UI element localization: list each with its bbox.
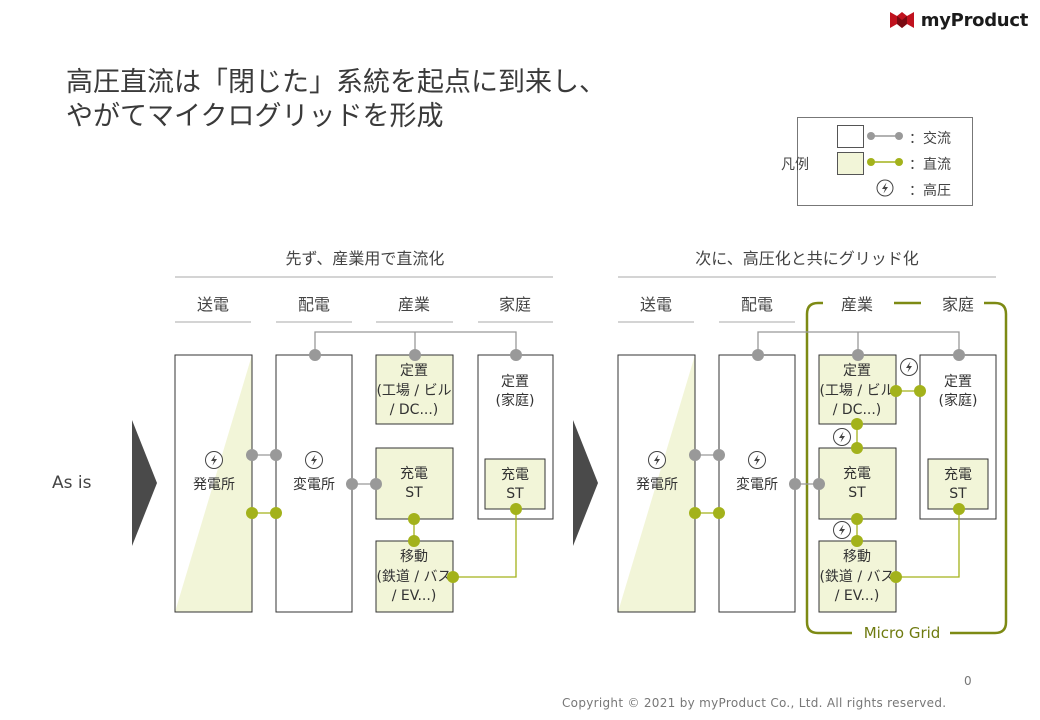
svg-text:移動: 移動 [400,549,428,565]
legend-dc-swatch [837,152,864,175]
svg-text:定置: 定置 [843,363,871,379]
svg-text:(工場 / ビル: (工場 / ビル [376,383,451,399]
svg-text:充電: 充電 [400,466,428,482]
svg-text:(鉄道 / バス: (鉄道 / バス [819,569,894,585]
flow-arrow-right [573,420,598,546]
logo-text: myProduct [920,9,1029,31]
micro-grid-label: Micro Grid [864,624,941,642]
right-col-distribution: 配電 [741,295,773,314]
svg-text:移動: 移動 [843,549,871,565]
flow-arrow-left [132,420,157,546]
legend-lines [867,132,903,166]
svg-text:(鉄道 / バス: (鉄道 / バス [376,569,451,585]
legend-hv-label: ：高圧 [909,183,951,199]
right-col-transmission: 送電 [640,295,672,314]
lightning-icon [648,451,666,469]
title-line-1: 高圧直流は「閉じた」系統を起点に到来し、 [66,67,606,98]
left-charging-station-box [375,447,454,520]
left-col-distribution: 配電 [298,295,330,314]
page-title: 高圧直流は「閉じた」系統を起点に到来し、 やがてマイクログリッドを形成 [66,66,606,134]
lightning-icon [833,428,851,446]
legend-ac-swatch [837,125,864,148]
left-heading: 先ず、産業用で直流化 [286,249,445,268]
lightning-icon [833,521,851,539]
svg-text:(家庭): (家庭) [496,392,535,409]
svg-text:ST: ST [506,486,524,502]
svg-text:ST: ST [405,485,423,501]
legend-dc-label: ：直流 [909,157,951,173]
title-line-2: やがてマイクログリッドを形成 [66,101,444,132]
svg-text:定置: 定置 [501,374,529,390]
legend-dc-node-a [867,158,875,166]
right-mobility-box [818,540,897,613]
legend-dc-node-b [895,158,903,166]
svg-text:/ EV...): / EV...) [835,588,880,604]
svg-text:/ DC...): / DC...) [390,402,439,418]
left-power-plant-box [174,354,253,613]
right-col-home: 家庭 [942,295,974,314]
left-substation-box [275,354,353,613]
left-col-home: 家庭 [499,295,531,314]
right-col-industry: 産業 [841,295,873,314]
legend-ac-label: ：交流 [909,131,951,147]
legend-ac-node-b [895,132,903,140]
right-charging-station-box [818,447,897,520]
legend-ac-node-a [867,132,875,140]
right-power-plant-box [617,354,696,613]
right-heading: 次に、高圧化と共にグリッド化 [695,249,919,268]
left-home-box [477,354,554,520]
right-substation-box [718,354,796,613]
left-panel: 先ず、産業用で直流化 送電 配電 産業 家庭 発電所 変電所 定置 (工場 / … [174,249,554,613]
left-substation-label: 変電所 [293,476,335,493]
micro-grid-boundary [805,301,1008,635]
svg-text:充電: 充電 [843,466,871,482]
brand-logo-icon [889,12,914,28]
lightning-icon [305,451,323,469]
svg-text:ST: ST [949,486,967,502]
lightning-icon [900,358,918,376]
legend-box: 凡例 ：交流 ：直流 ：高圧 [781,117,973,206]
right-industrial-stationary-box [818,354,897,425]
left-industrial-stationary-box [375,354,454,425]
left-col-industry: 産業 [398,295,430,314]
lightning-icon [205,451,223,469]
right-home-charging-box [927,458,989,510]
left-col-transmission: 送電 [197,295,229,314]
logo: myProduct [889,8,1028,32]
left-power-plant-label: 発電所 [193,477,235,493]
svg-text:(工場 / ビル: (工場 / ビル [819,383,894,399]
svg-text:/ EV...): / EV...) [392,588,437,604]
svg-text:充電: 充電 [944,467,972,483]
lightning-icon [876,179,894,197]
legend-heading: 凡例 [781,157,809,173]
row-label-as-is: As is [52,473,92,493]
left-mobility-box [375,540,454,613]
page-number: 0 [964,674,972,688]
svg-text:/ DC...): / DC...) [833,402,882,418]
svg-text:定置: 定置 [944,374,972,390]
svg-text:定置: 定置 [400,363,428,379]
svg-text:(家庭): (家庭) [939,392,978,409]
left-home-charging-box [484,458,546,510]
lightning-icon [748,451,766,469]
copyright-notice: Copyright © 2021 by myProduct Co., Ltd. … [562,696,947,710]
right-home-box [919,354,997,520]
right-power-plant-label: 発電所 [636,477,678,493]
svg-text:充電: 充電 [501,467,529,483]
right-substation-label: 変電所 [736,476,778,493]
svg-text:ST: ST [848,485,866,501]
right-panel: 次に、高圧化と共にグリッド化 送電 配電 産業 家庭 Micro Grid 発電… [617,249,1008,642]
